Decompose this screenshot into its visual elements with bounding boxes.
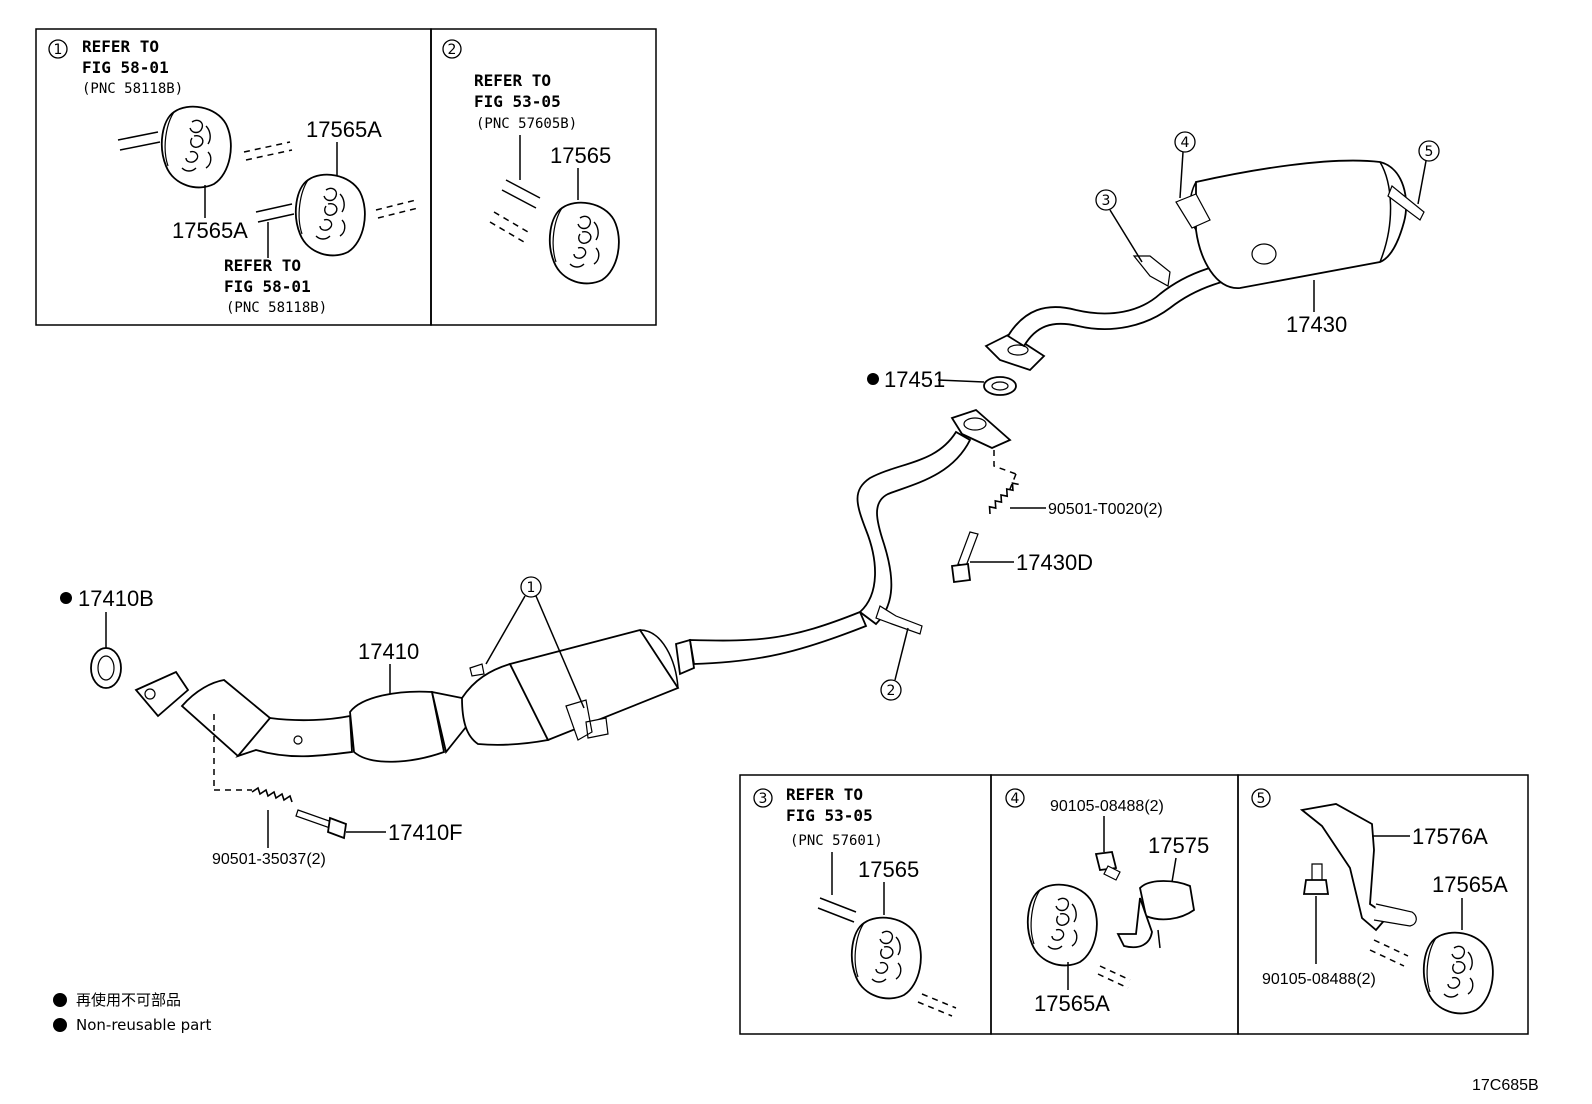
non-reusable-dot-17410B xyxy=(60,592,72,604)
callout-1-icon xyxy=(48,39,68,59)
detail-box-1: 1 REFER TO FIG 58-01 (PNC 58118B) 17565A… xyxy=(35,28,432,326)
detail3-ref-line1: REFER TO xyxy=(786,785,863,804)
detail4-bracket-icon xyxy=(1139,880,1195,921)
muffler-17430-icon xyxy=(1195,159,1408,289)
bolt-17410F-icon xyxy=(295,809,333,829)
detail1-rod-left xyxy=(117,131,161,151)
callout-1-main-icon xyxy=(520,576,542,598)
legend-dot-icon-jp xyxy=(53,993,67,1007)
label-90501-35037: 90501-35037(2) xyxy=(212,851,326,868)
label-17410B: 17410B xyxy=(78,586,154,611)
callout-5-main-icon xyxy=(1418,140,1440,162)
callout-2-main-icon xyxy=(880,679,902,701)
detail1-hanger-a-icon xyxy=(160,105,232,189)
detail4-bolt-label: 90105-08488(2) xyxy=(1050,798,1164,815)
detail2-ref-line3: (PNC 57605B) xyxy=(476,116,577,132)
label-90501-T0020: 90501-T0020(2) xyxy=(1048,501,1163,518)
detail4-bracket-label: 17575 xyxy=(1148,833,1209,858)
detail-box-4: 4 90105-08488(2) 17575 17565A xyxy=(990,774,1239,1035)
drawing-code: 17C685B xyxy=(1472,1077,1539,1094)
detail1-ref2-line3: (PNC 58118B) xyxy=(226,300,327,316)
main-callout-2-number: 2 xyxy=(887,683,896,699)
detail1-part-b-label: 17565A xyxy=(172,218,248,243)
callout-4-main-icon xyxy=(1174,131,1196,153)
main-callout-1-number: 1 xyxy=(527,580,536,596)
main-diagram: 17410B 1 17410 90501-35037(2) xyxy=(60,131,1440,868)
detail2-ref-line2: FIG 53-05 xyxy=(474,92,561,111)
detail2-part-label: 17565 xyxy=(550,143,611,168)
legend-non-reusable-en: Non-reusable part xyxy=(76,1016,211,1034)
detail5-bolt-label: 90105-08488(2) xyxy=(1262,971,1376,988)
detail4-bolt-icon xyxy=(1094,851,1118,871)
detail1-ref-line2: FIG 58-01 xyxy=(82,58,169,77)
main-callout-5-number: 5 xyxy=(1425,144,1434,160)
callout-4-icon xyxy=(1005,788,1025,808)
detail-box-5: 5 17576A 90105-08488(2) 17565A xyxy=(1237,774,1529,1035)
detail1-ref-line1: REFER TO xyxy=(82,37,159,56)
detail2-callout-number: 2 xyxy=(448,42,457,58)
spring-90501-T0020-icon xyxy=(985,476,1020,520)
front-flange-icon xyxy=(134,670,190,718)
detail3-ref-line3: (PNC 57601) xyxy=(790,833,883,849)
detail1-ref-line3: (PNC 58118B) xyxy=(82,81,183,97)
callout-3-icon xyxy=(753,788,773,808)
main-callout-4-number: 4 xyxy=(1181,135,1190,151)
detail4-callout-number: 4 xyxy=(1011,791,1020,807)
bolt-17430D-icon xyxy=(957,531,979,567)
label-17410: 17410 xyxy=(358,639,419,664)
detail3-callout-number: 3 xyxy=(759,791,768,807)
detail-box-2: 2 REFER TO FIG 53-05 (PNC 57605B) 17565 xyxy=(430,28,657,326)
detail3-ref-line2: FIG 53-05 xyxy=(786,806,873,825)
label-17430: 17430 xyxy=(1286,312,1347,337)
center-pipe-icon xyxy=(688,610,868,665)
detail1-part-a-label: 17565A xyxy=(306,117,382,142)
spring-90501-35037-icon xyxy=(251,787,293,803)
label-17430D: 17430D xyxy=(1016,550,1093,575)
detail-box-2-frame xyxy=(430,28,657,326)
detail5-hanger-icon xyxy=(1422,931,1494,1015)
detail5-hanger-label: 17565A xyxy=(1432,872,1508,897)
detail5-callout-number: 5 xyxy=(1257,791,1266,807)
detail1-hanger-b-icon xyxy=(294,173,366,257)
detail-box-5-frame xyxy=(1237,774,1529,1035)
detail4-hanger-label: 17565A xyxy=(1034,991,1110,1016)
detail1-callout-number: 1 xyxy=(54,42,63,58)
detail3-hanger-icon xyxy=(850,916,922,1000)
main-callout-3-number: 3 xyxy=(1102,193,1111,209)
detail1-ref2-line1: REFER TO xyxy=(224,256,301,275)
detail2-hanger-icon xyxy=(548,201,620,285)
center-pipe-riser-icon xyxy=(856,430,972,626)
callout-3-main-icon xyxy=(1095,189,1117,211)
callout-5-icon xyxy=(1251,788,1271,808)
legend: 再使用不可部品 Non-reusable part xyxy=(53,991,211,1034)
detail3-part-label: 17565 xyxy=(858,857,919,882)
label-17451: 17451 xyxy=(884,367,945,392)
non-reusable-dot-17451 xyxy=(867,373,879,385)
detail1-ref2-line2: FIG 58-01 xyxy=(224,277,311,296)
detail2-ref-line1: REFER TO xyxy=(474,71,551,90)
legend-dot-icon-en xyxy=(53,1018,67,1032)
callout-2-icon xyxy=(442,39,462,59)
label-17410F: 17410F xyxy=(388,820,463,845)
detail5-bracket-label: 17576A xyxy=(1412,824,1488,849)
detail-box-3: 3 REFER TO FIG 53-05 (PNC 57601) 17565 xyxy=(739,774,992,1035)
detail4-hanger-icon xyxy=(1026,883,1098,967)
legend-non-reusable-jp: 再使用不可部品 xyxy=(76,991,181,1009)
